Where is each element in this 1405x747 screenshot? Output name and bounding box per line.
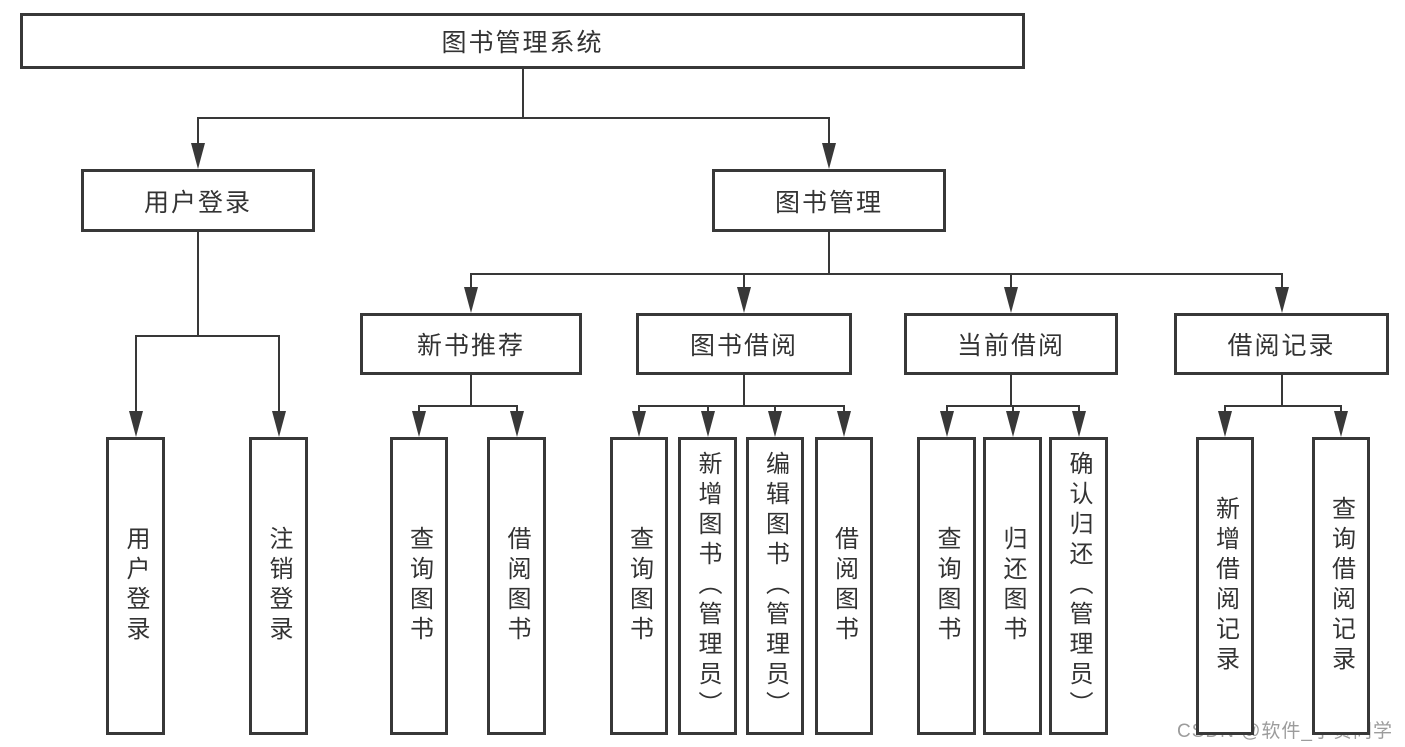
connector-line <box>134 335 280 337</box>
node-label-user-login: 用户登录 <box>143 188 252 217</box>
node-label-query-books-2: 查询图书 <box>625 526 653 646</box>
connector-line <box>706 405 709 415</box>
connector-line <box>521 69 524 117</box>
node-label-borrowing-records: 借阅记录 <box>1227 332 1336 360</box>
arrow-down-icon <box>632 411 646 437</box>
connector-line <box>470 375 472 405</box>
node-label-confirm-return-admin: 确认归还（管理员） <box>1065 451 1092 721</box>
connector-line <box>1340 405 1342 415</box>
connector-line <box>1224 405 1342 407</box>
node-label-query-books-1: 查询图书 <box>405 526 433 646</box>
connector-line <box>1011 405 1014 415</box>
node-label-book-management: 图书管理 <box>774 188 883 217</box>
node-label-library-system: 图书管理系统 <box>441 29 604 57</box>
arrow-down-icon <box>128 411 143 437</box>
connector-line <box>1010 273 1012 291</box>
node-query-books-1: 查询图书 <box>390 437 448 735</box>
node-query-books-2: 查询图书 <box>610 437 668 735</box>
arrow-down-icon <box>837 411 851 437</box>
node-login: 用户登录 <box>106 437 165 735</box>
arrow-down-icon <box>1071 411 1086 437</box>
connector-line <box>638 405 640 415</box>
node-label-borrow-books-2: 借阅图书 <box>830 526 858 646</box>
connector-line <box>1010 375 1012 405</box>
node-label-logout: 注销登录 <box>265 526 292 646</box>
node-add-borrow-record: 新增借阅记录 <box>1196 437 1254 735</box>
connector-line <box>470 273 1283 275</box>
connector-line <box>134 335 137 415</box>
node-label-return-books: 归还图书 <box>999 526 1026 646</box>
node-label-add-borrow-record: 新增借阅记录 <box>1211 496 1239 676</box>
connector-line <box>197 117 830 119</box>
connector-line <box>1077 405 1080 415</box>
connector-line <box>470 273 472 291</box>
connector-line <box>1280 273 1283 291</box>
node-label-book-borrowing: 图书借阅 <box>689 332 798 360</box>
connector-line <box>515 405 518 415</box>
connector-line <box>277 335 280 415</box>
arrow-down-icon <box>191 143 205 169</box>
node-book-management: 图书管理 <box>712 169 946 232</box>
connector-line <box>197 232 199 335</box>
node-new-book-recommendation: 新书推荐 <box>360 313 582 375</box>
connector-line <box>1224 405 1226 415</box>
connector-line <box>945 405 948 415</box>
connector-line <box>828 117 830 147</box>
arrow-down-icon <box>271 411 286 437</box>
node-book-borrowing: 图书借阅 <box>636 313 852 375</box>
arrow-down-icon <box>737 287 751 313</box>
node-label-query-borrow-record: 查询借阅记录 <box>1327 496 1355 676</box>
node-label-add-books-admin: 新增图书（管理员） <box>694 451 721 721</box>
node-label-query-books-3: 查询图书 <box>933 526 960 646</box>
arrow-down-icon <box>700 411 715 437</box>
connector-line <box>743 273 745 291</box>
arrow-down-icon <box>1004 287 1018 313</box>
arrow-down-icon <box>1274 287 1289 313</box>
node-edit-books-admin: 编辑图书（管理员） <box>746 437 804 735</box>
node-library-system: 图书管理系统 <box>20 13 1025 69</box>
arrow-down-icon <box>1218 411 1232 437</box>
node-return-books: 归还图书 <box>983 437 1042 735</box>
connector-line <box>743 375 745 405</box>
arrow-down-icon <box>1334 411 1348 437</box>
connector-line <box>638 405 845 407</box>
node-query-books-3: 查询图书 <box>917 437 976 735</box>
node-query-borrow-record: 查询借阅记录 <box>1312 437 1370 735</box>
arrow-down-icon <box>822 143 836 169</box>
connector-line <box>828 232 830 273</box>
arrow-down-icon <box>464 287 478 313</box>
connector-line <box>774 405 776 415</box>
node-label-borrow-books-1: 借阅图书 <box>503 526 530 646</box>
arrow-down-icon <box>509 411 524 437</box>
arrow-down-icon <box>768 411 782 437</box>
node-logout: 注销登录 <box>249 437 308 735</box>
node-borrow-books-2: 借阅图书 <box>815 437 873 735</box>
node-add-books-admin: 新增图书（管理员） <box>678 437 737 735</box>
arrow-down-icon <box>412 411 426 437</box>
connector-line <box>843 405 845 415</box>
connector-line <box>418 405 420 415</box>
node-label-new-book-recommendation: 新书推荐 <box>416 332 525 360</box>
node-label-login: 用户登录 <box>122 526 149 646</box>
arrow-down-icon <box>939 411 954 437</box>
node-user-login: 用户登录 <box>81 169 315 232</box>
connector-line <box>1280 375 1283 405</box>
node-label-edit-books-admin: 编辑图书（管理员） <box>761 451 789 721</box>
node-borrowing-records: 借阅记录 <box>1174 313 1389 375</box>
connector-line <box>418 405 518 407</box>
connector-line <box>197 117 199 147</box>
arrow-down-icon <box>1005 411 1020 437</box>
node-borrow-books-1: 借阅图书 <box>487 437 546 735</box>
node-label-current-borrowing: 当前借阅 <box>956 332 1065 360</box>
node-confirm-return-admin: 确认归还（管理员） <box>1049 437 1108 735</box>
node-current-borrowing: 当前借阅 <box>904 313 1118 375</box>
